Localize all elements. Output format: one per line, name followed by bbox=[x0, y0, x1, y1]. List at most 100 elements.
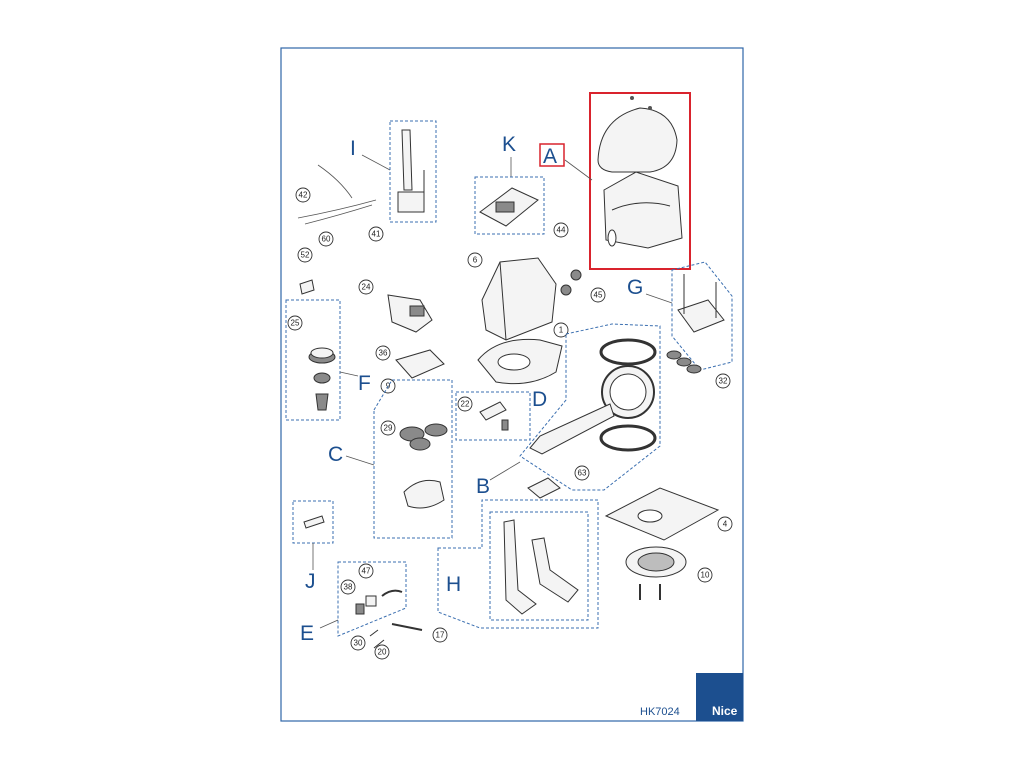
group-i-box bbox=[389, 120, 437, 223]
group-f-box bbox=[285, 299, 341, 421]
motor-part-24 bbox=[387, 294, 433, 333]
group-g-leader bbox=[645, 293, 673, 304]
o-ring-bottom bbox=[599, 424, 657, 452]
svg-text:47: 47 bbox=[362, 567, 371, 576]
circuit-board-part bbox=[479, 187, 539, 227]
svg-text:29: 29 bbox=[384, 424, 393, 433]
key-part-j bbox=[303, 515, 325, 529]
plate-part-4 bbox=[604, 487, 720, 541]
cover-body-part bbox=[603, 171, 683, 249]
clip-part-52 bbox=[299, 279, 315, 295]
callout-44: 44 bbox=[553, 222, 569, 238]
svg-text:32: 32 bbox=[719, 377, 728, 386]
brand-logo-block bbox=[696, 673, 743, 721]
plate-part-9 bbox=[395, 349, 445, 379]
callout-24: 24 bbox=[358, 279, 374, 295]
svg-text:24: 24 bbox=[362, 283, 371, 292]
gear-set-part-29 bbox=[399, 423, 448, 509]
washer-parts-32 bbox=[666, 350, 702, 374]
arm-part-b bbox=[529, 365, 655, 455]
svg-text:22: 22 bbox=[461, 400, 470, 409]
group-a-highlight-box bbox=[589, 92, 691, 270]
group-label-h: H bbox=[446, 573, 461, 596]
callout-4: 4 bbox=[717, 516, 733, 532]
group-e-box bbox=[337, 561, 407, 637]
group-b-box bbox=[519, 323, 661, 491]
group-label-k: K bbox=[502, 133, 516, 156]
disc-part-10 bbox=[625, 546, 687, 578]
callout-36: 36 bbox=[375, 345, 391, 361]
group-h-outer-box bbox=[437, 499, 599, 629]
callout-32: 32 bbox=[715, 373, 731, 389]
callout-30: 30 bbox=[350, 635, 366, 651]
part-63 bbox=[527, 477, 561, 499]
svg-text:45: 45 bbox=[594, 291, 603, 300]
gear-part-45 bbox=[560, 269, 582, 296]
group-label-a: A bbox=[543, 145, 557, 168]
svg-text:1: 1 bbox=[559, 326, 564, 335]
svg-text:4: 4 bbox=[723, 520, 728, 529]
group-f-leader bbox=[339, 371, 359, 377]
group-b-leader bbox=[489, 461, 521, 481]
group-k-box bbox=[474, 176, 545, 235]
cover-top-part bbox=[597, 96, 678, 173]
drawing-code: HK7024 bbox=[640, 706, 680, 718]
group-c-leader bbox=[345, 455, 375, 466]
group-label-j: J bbox=[305, 570, 316, 593]
callout-60: 60 bbox=[318, 231, 334, 247]
callout-47: 47 bbox=[358, 563, 374, 579]
wire-parts bbox=[297, 164, 377, 225]
svg-text:42: 42 bbox=[299, 191, 308, 200]
group-i-parts bbox=[397, 129, 425, 213]
callout-20: 20 bbox=[374, 644, 390, 660]
callout-29: 29 bbox=[380, 420, 396, 436]
svg-text:10: 10 bbox=[701, 571, 710, 580]
svg-text:41: 41 bbox=[372, 230, 381, 239]
callout-25: 25 bbox=[287, 315, 303, 331]
group-label-e: E bbox=[300, 622, 314, 645]
callout-1: 1 bbox=[553, 322, 569, 338]
svg-text:6: 6 bbox=[473, 256, 478, 265]
bracket-part-g bbox=[677, 274, 725, 333]
svg-text:38: 38 bbox=[344, 583, 353, 592]
group-label-c: C bbox=[328, 443, 343, 466]
group-label-g: G bbox=[627, 276, 643, 299]
housing-part-6 bbox=[481, 257, 557, 341]
group-h-inner-box bbox=[489, 511, 589, 621]
group-d-parts bbox=[479, 401, 509, 431]
group-e-leader bbox=[319, 619, 339, 629]
svg-text:30: 30 bbox=[354, 639, 363, 648]
group-label-f: F bbox=[358, 372, 371, 395]
group-label-d: D bbox=[532, 388, 547, 411]
svg-text:52: 52 bbox=[301, 251, 310, 260]
group-a-leader bbox=[564, 159, 593, 181]
callout-52: 52 bbox=[297, 247, 313, 263]
callout-22: 22 bbox=[457, 396, 473, 412]
callout-41: 41 bbox=[368, 226, 384, 242]
svg-text:20: 20 bbox=[378, 648, 387, 657]
base-part-1 bbox=[477, 338, 563, 385]
svg-text:36: 36 bbox=[379, 349, 388, 358]
brand-logo: Nice bbox=[712, 704, 738, 718]
group-f-parts bbox=[308, 347, 336, 411]
o-ring-top bbox=[599, 338, 657, 366]
group-c-box bbox=[373, 379, 453, 539]
group-e-parts bbox=[355, 589, 403, 615]
screw-parts bbox=[639, 584, 661, 600]
svg-text:44: 44 bbox=[557, 226, 566, 235]
callout-38: 38 bbox=[340, 579, 356, 595]
callout-10: 10 bbox=[697, 567, 713, 583]
svg-text:63: 63 bbox=[578, 469, 587, 478]
pin-parts bbox=[369, 623, 423, 649]
group-label-b: B bbox=[476, 475, 490, 498]
group-a-label-box bbox=[539, 143, 565, 167]
callout-63: 63 bbox=[574, 465, 590, 481]
callout-42: 42 bbox=[295, 187, 311, 203]
svg-text:25: 25 bbox=[291, 319, 300, 328]
group-g-box bbox=[671, 261, 733, 371]
group-i-leader bbox=[361, 154, 391, 171]
callout-6: 6 bbox=[467, 252, 483, 268]
svg-text:17: 17 bbox=[436, 631, 445, 640]
group-label-i: I bbox=[350, 137, 356, 160]
